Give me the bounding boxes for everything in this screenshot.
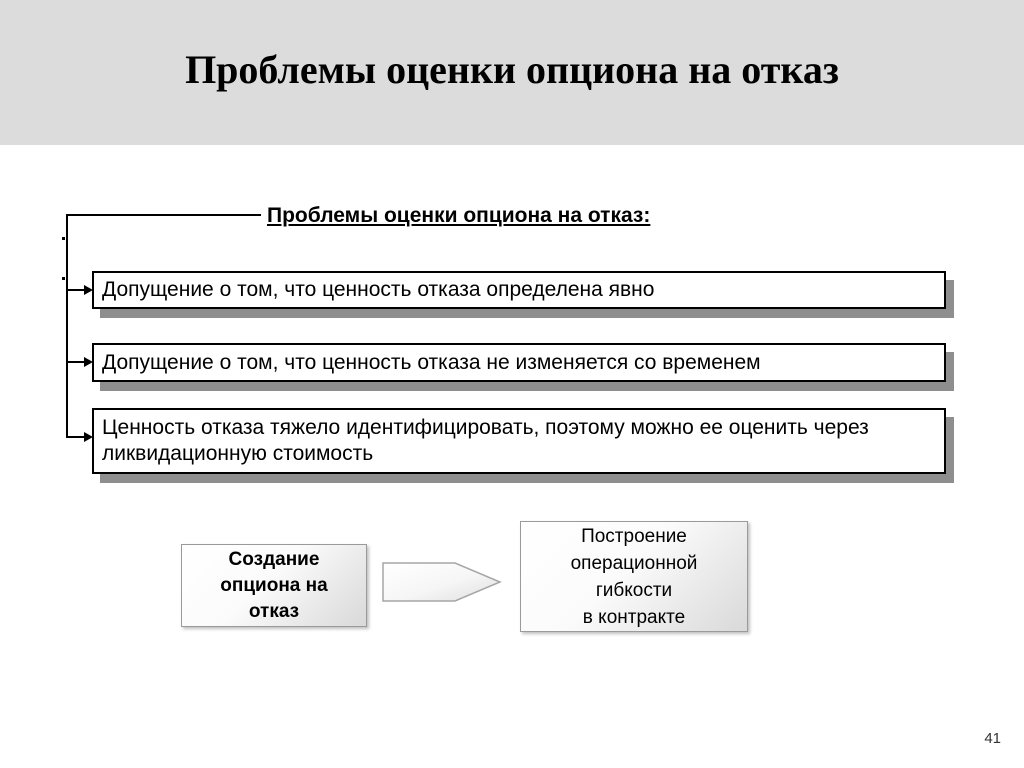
bullet-dot: [62, 237, 65, 240]
connector-branch-line: [66, 436, 85, 438]
flow-source-label: Создание опциона на отказ: [220, 548, 328, 622]
connector-spine-line: [66, 214, 68, 438]
connector-branch-line: [66, 289, 85, 291]
flow-arrow-icon: [382, 562, 502, 602]
problem-box-1: Допущение о том, что ценность отказа опр…: [92, 271, 946, 309]
flow-source-box: Создание опциона на отказ: [181, 544, 367, 627]
arrowhead-icon: [84, 432, 93, 442]
flow-target-label: Построение операционной гибкости в контр…: [570, 525, 698, 628]
problem-box-2: Допущение о том, что ценность отказа не …: [92, 343, 946, 382]
problem-box-3: Ценность отказа тяжело идентифицировать,…: [92, 408, 946, 474]
problem-box-1-text: Допущение о том, что ценность отказа опр…: [102, 278, 655, 301]
title-band: Проблемы оценки опциона на отказ: [0, 0, 1024, 145]
connector-branch-line: [66, 361, 85, 363]
bullet-dot: [62, 277, 65, 280]
slide-title: Проблемы оценки опциона на отказ: [185, 47, 839, 92]
flow-target-box: Построение операционной гибкости в контр…: [520, 521, 748, 632]
arrowhead-icon: [84, 357, 93, 367]
problem-box-3-text: Ценность отказа тяжело идентифицировать,…: [102, 416, 869, 465]
arrowhead-icon: [84, 285, 93, 295]
problem-box-2-text: Допущение о том, что ценность отказа не …: [102, 350, 761, 374]
connector-top-line: [67, 214, 261, 216]
tree-heading: Проблемы оценки опциона на отказ:: [267, 204, 651, 227]
page-number: 41: [984, 730, 1001, 747]
